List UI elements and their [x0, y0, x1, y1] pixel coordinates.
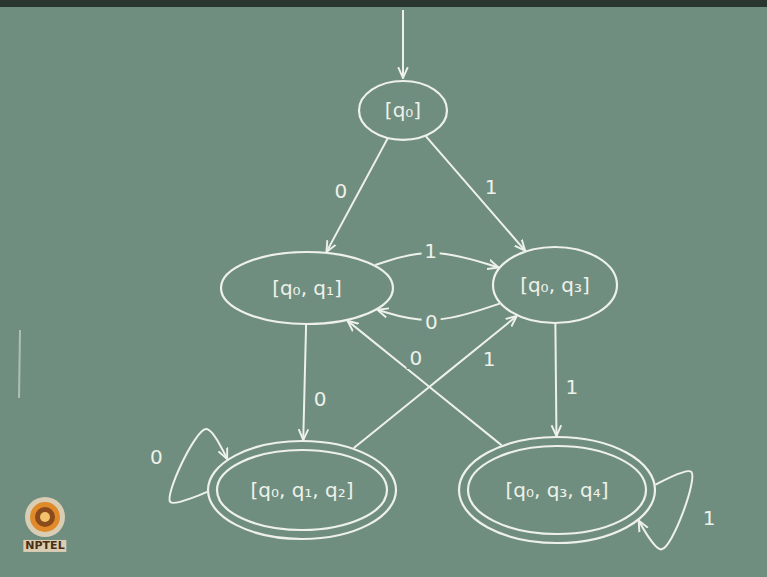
start-arrow	[402, 10, 404, 78]
transition-symbol: 0	[406, 347, 425, 369]
dfa-state: [q₀, q₁]	[219, 250, 395, 326]
transition-symbol: 0	[332, 180, 351, 202]
dfa-state: [q₀]	[357, 79, 449, 142]
accepting-state: [q₀, q₃, q₄]	[457, 435, 657, 545]
transition-symbol: 0	[147, 446, 166, 468]
transition-symbol: 0	[311, 388, 330, 410]
accepting-state: [q₀, q₁, q₂]	[206, 439, 398, 541]
chalk-mark	[19, 330, 20, 398]
transition-symbol: 1	[700, 507, 719, 529]
transition-symbol: 1	[421, 240, 440, 262]
transition-symbol: 0	[422, 311, 441, 333]
state-label: [q₀, q₁, q₂]	[250, 478, 353, 502]
transition-symbol: 1	[563, 376, 582, 398]
transition-arrow	[303, 325, 306, 440]
transition-arrow	[354, 316, 517, 448]
transition-symbol: 1	[482, 176, 501, 198]
logo-text: NPTEL	[23, 540, 66, 552]
board-frame	[0, 0, 767, 7]
dfa-state: [q₀, q₃]	[491, 245, 619, 325]
transition-arrow	[555, 324, 556, 436]
transition-arrow	[326, 139, 387, 252]
state-label: [q₀, q₃]	[520, 273, 590, 297]
state-label: [q₀]	[385, 98, 421, 122]
transition-arrow	[426, 136, 525, 250]
state-label: [q₀, q₁]	[272, 276, 342, 300]
state-label: [q₀, q₃, q₄]	[505, 478, 608, 502]
transition-arrow	[348, 321, 502, 446]
transition-symbol: 1	[480, 348, 499, 370]
nptel-logo	[25, 497, 65, 537]
